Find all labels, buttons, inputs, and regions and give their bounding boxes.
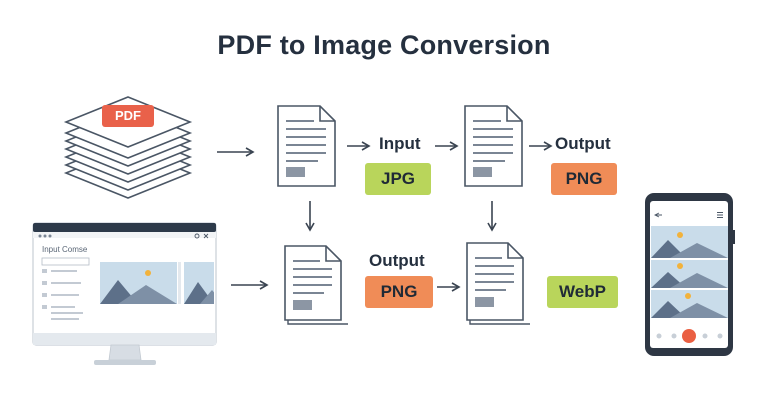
close-icon (203, 233, 209, 239)
pdf-stack-icon (63, 96, 193, 199)
page-title: PDF to Image Conversion (217, 30, 551, 60)
png-badge: PNG (365, 276, 433, 308)
document-icon (464, 105, 523, 187)
monitor-icon (32, 222, 217, 365)
output-label: Output (369, 251, 425, 270)
output-label: Output (555, 134, 611, 153)
record-button (682, 329, 696, 343)
pdf-label: PDF (102, 105, 154, 127)
phone-icon (645, 193, 735, 356)
jpg-badge: JPG (365, 163, 431, 195)
document-icon (277, 105, 336, 187)
webp-badge: WebP (547, 276, 618, 308)
document-stack-icon (466, 242, 530, 325)
input-label: Input (379, 134, 421, 153)
monitor-caption: Input Comse (42, 245, 88, 254)
back-arrow-icon (653, 212, 662, 218)
search-icon (194, 233, 200, 239)
png-badge: PNG (551, 163, 617, 195)
document-stack-icon (284, 245, 348, 325)
menu-icon (717, 212, 723, 218)
